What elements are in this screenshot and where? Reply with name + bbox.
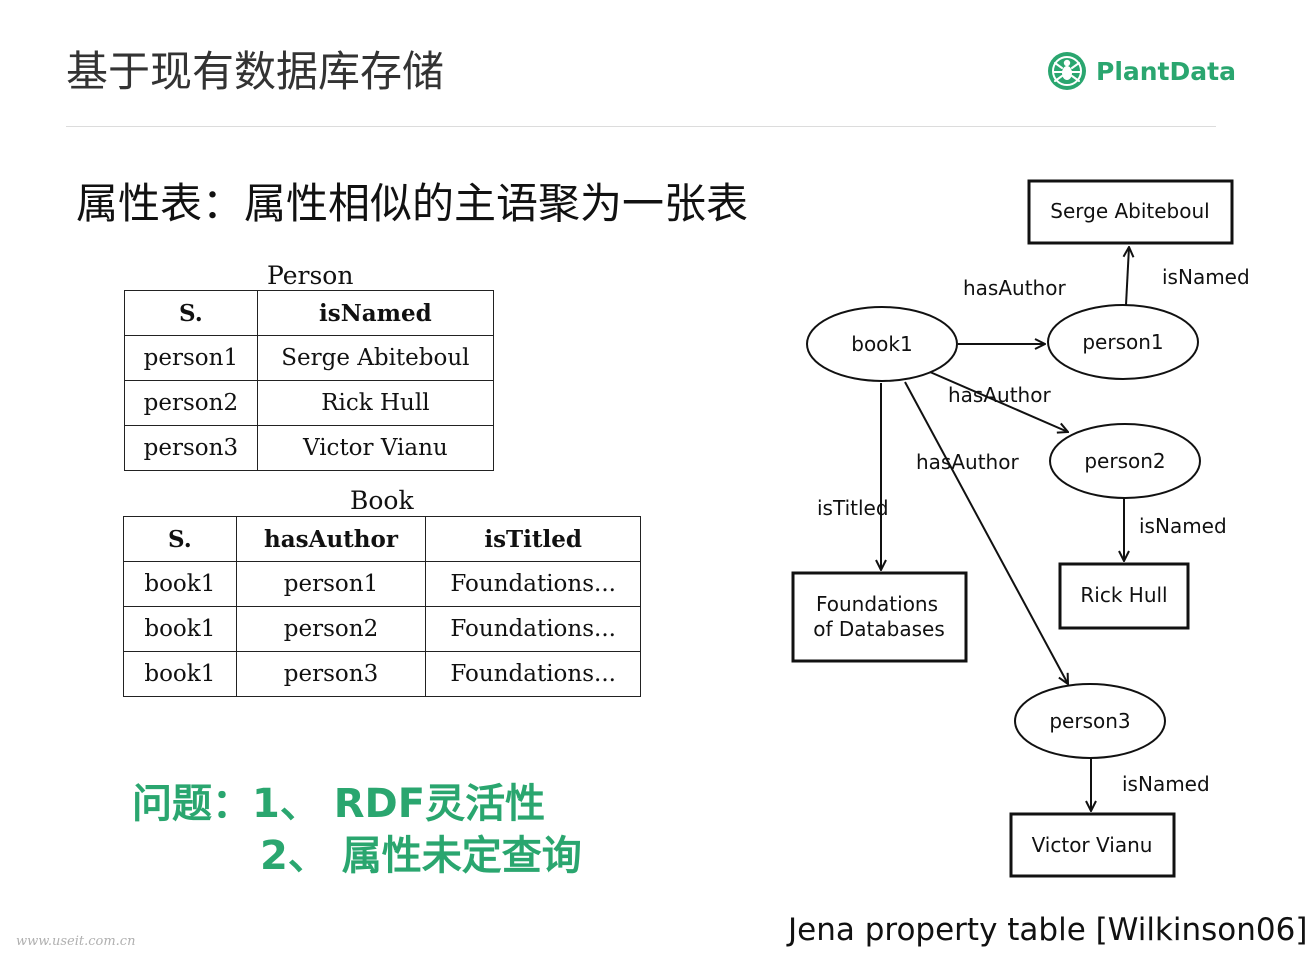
book-table: S. hasAuthor isTitled book1 person1 Foun… bbox=[123, 516, 641, 697]
table-cell: Rick Hull bbox=[256, 380, 495, 426]
edge-person1-name bbox=[1126, 247, 1129, 306]
table-cell: book1 bbox=[123, 651, 237, 697]
slide-title: 基于现有数据库存储 bbox=[66, 47, 445, 96]
table-cell: Foundations... bbox=[425, 561, 641, 607]
table-cell: Foundations... bbox=[425, 651, 641, 697]
issues-line-1: 问题：1、 RDF灵活性 bbox=[132, 781, 546, 827]
literal-label: Rick Hull bbox=[1080, 583, 1167, 607]
node-label: person1 bbox=[1082, 330, 1163, 354]
spider-icon bbox=[1048, 52, 1086, 90]
table-header-cell: isTitled bbox=[425, 516, 641, 562]
table-cell: person1 bbox=[235, 561, 427, 607]
title-divider bbox=[66, 126, 1216, 127]
edge-label: isNamed bbox=[1162, 265, 1250, 289]
table-header-row: S. isNamed bbox=[124, 290, 495, 336]
node-person1 bbox=[1047, 304, 1199, 380]
table-row: person3 Victor Vianu bbox=[124, 425, 495, 471]
table-row: book1 person2 Foundations... bbox=[123, 606, 641, 652]
table-row: book1 person3 Foundations... bbox=[123, 651, 641, 697]
edge-label: hasAuthor bbox=[963, 276, 1066, 300]
node-book1 bbox=[806, 306, 958, 382]
table-row: person2 Rick Hull bbox=[124, 380, 495, 426]
table-header-cell: S. bbox=[124, 290, 258, 336]
table-row: person1 Serge Abiteboul bbox=[124, 335, 495, 381]
table-cell: book1 bbox=[123, 606, 237, 652]
table-cell: person3 bbox=[124, 425, 258, 471]
literal-label: Foundations bbox=[816, 592, 938, 616]
literal-label: Victor Vianu bbox=[1032, 833, 1153, 857]
watermark: www.useit.com.cn bbox=[16, 934, 136, 949]
table-cell: person3 bbox=[235, 651, 427, 697]
literal-rick-hull bbox=[1058, 562, 1190, 630]
literal-label: of Databases bbox=[813, 617, 944, 641]
literal-serge-abiteboul bbox=[1027, 179, 1234, 245]
table-header-cell: isNamed bbox=[256, 290, 495, 336]
edge-label: isNamed bbox=[1139, 514, 1227, 538]
logo-text: PlantData bbox=[1096, 56, 1236, 86]
book-table-caption: Book bbox=[350, 486, 414, 515]
table-cell: book1 bbox=[123, 561, 237, 607]
node-label: person3 bbox=[1049, 709, 1130, 733]
node-person2 bbox=[1049, 423, 1201, 499]
edge-label: hasAuthor bbox=[916, 450, 1019, 474]
issues-line-2: 2、 属性未定查询 bbox=[260, 833, 582, 879]
citation: Jena property table [Wilkinson06] bbox=[788, 912, 1307, 948]
table-header-cell: S. bbox=[123, 516, 237, 562]
rdf-graph: hasAuthor hasAuthor hasAuthor isTitled i… bbox=[791, 179, 1250, 878]
node-label: book1 bbox=[851, 332, 912, 356]
issues-block: 问题：1、 RDF灵活性 2、 属性未定查询 bbox=[132, 778, 582, 882]
edge-book1-person3 bbox=[904, 381, 1068, 684]
edge-label: isNamed bbox=[1122, 772, 1210, 796]
slide-subtitle: 属性表：属性相似的主语聚为一张表 bbox=[76, 179, 749, 228]
plantdata-logo: PlantData bbox=[1046, 50, 1236, 92]
literal-label: Serge Abiteboul bbox=[1050, 199, 1209, 223]
table-cell: Victor Vianu bbox=[256, 425, 495, 471]
table-cell: Foundations... bbox=[425, 606, 641, 652]
table-header-cell: hasAuthor bbox=[235, 516, 427, 562]
edge-book1-person2 bbox=[929, 371, 1068, 432]
node-person3 bbox=[1014, 683, 1166, 759]
literal-victor-vianu bbox=[1009, 812, 1176, 878]
table-cell: person1 bbox=[124, 335, 258, 381]
table-header-row: S. hasAuthor isTitled bbox=[123, 516, 641, 562]
person-table: S. isNamed person1 Serge Abiteboul perso… bbox=[124, 290, 495, 471]
node-label: person2 bbox=[1084, 449, 1165, 473]
edge-label: isTitled bbox=[817, 496, 889, 520]
table-cell: Serge Abiteboul bbox=[256, 335, 495, 381]
literal-foundations-of-databases bbox=[791, 571, 968, 663]
table-row: book1 person1 Foundations... bbox=[123, 561, 641, 607]
person-table-caption: Person bbox=[267, 261, 354, 290]
edge-label: hasAuthor bbox=[948, 383, 1051, 407]
